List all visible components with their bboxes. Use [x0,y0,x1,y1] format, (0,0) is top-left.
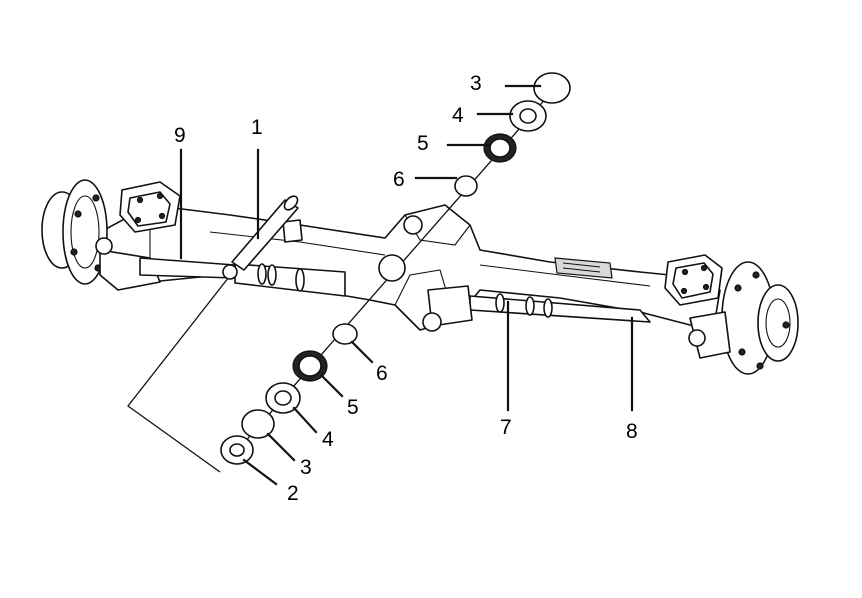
bush-6-top [454,175,478,197]
leader-lines [179,84,634,486]
callout-1: 1 [251,116,263,139]
right-wheel-hub [688,261,799,375]
right-steering-rod [422,285,651,332]
center-pivot-boss [222,215,423,282]
callout-7: 7 [500,416,512,439]
rating-plate [282,219,613,279]
callout-5-top: 5 [417,132,429,155]
callout-2: 2 [287,482,299,505]
left-kingpin-block [119,181,181,233]
callout-6-top: 6 [393,168,405,191]
callout-4-top: 4 [452,104,464,127]
washer-3-top [533,72,571,104]
callout-5-bottom: 5 [347,396,359,419]
bottom-parts-stack [220,323,358,465]
callout-8: 8 [626,420,638,443]
callout-labels: 1 9 3 4 5 6 6 5 4 3 2 7 8 [174,72,638,505]
callout-4-bottom: 4 [322,428,334,451]
washer-3-bottom [241,409,275,439]
bush-6-bottom [332,323,358,345]
top-parts-stack [454,72,571,197]
callout-6-bottom: 6 [376,362,388,385]
callout-3-top: 3 [470,72,482,95]
callout-9: 9 [174,124,186,147]
right-kingpin-block [664,254,723,306]
callout-3-bottom: 3 [300,456,312,479]
pivot-pin-tube [231,195,299,271]
